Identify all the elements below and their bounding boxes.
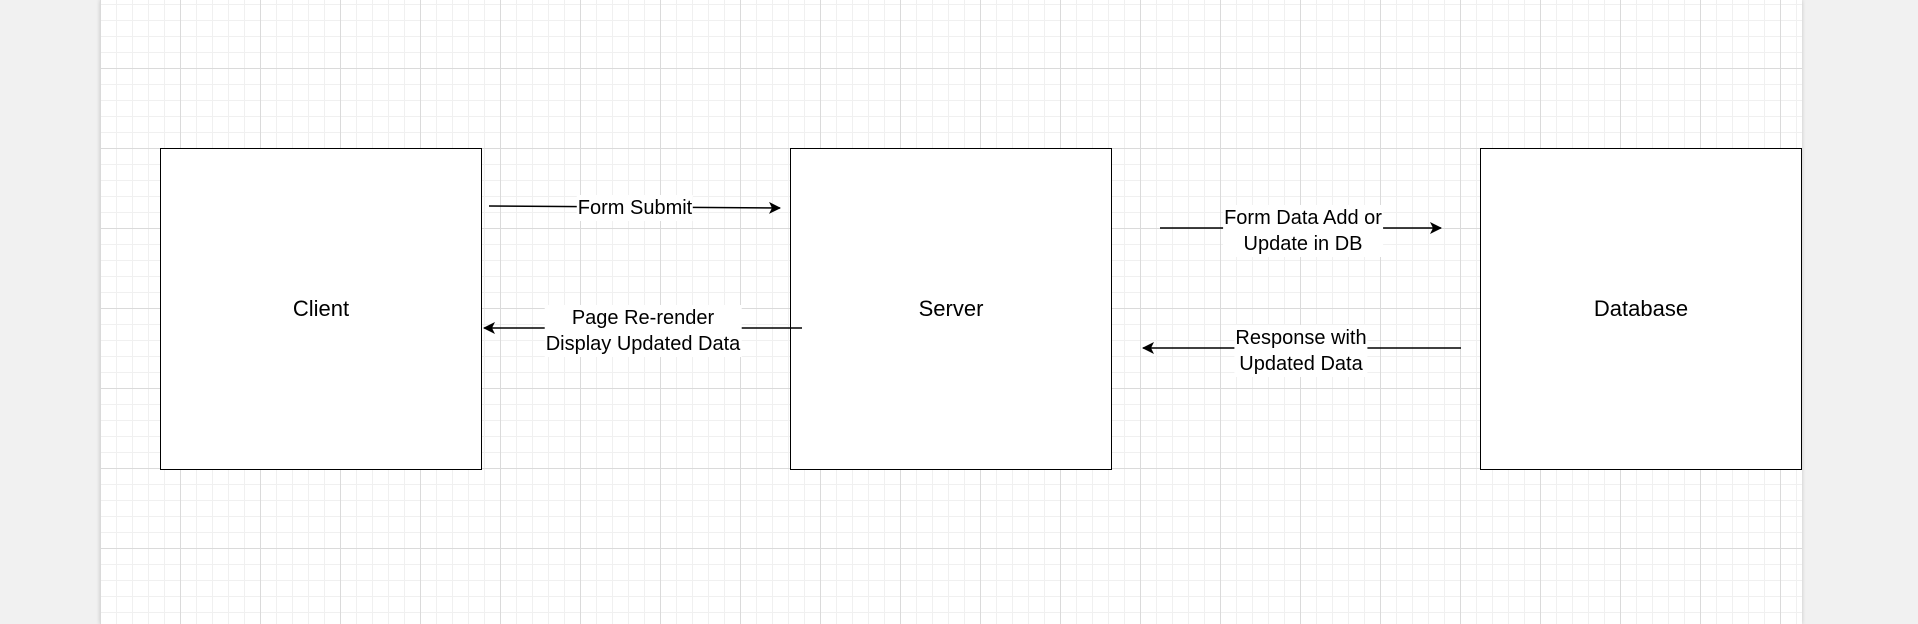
edge-label-form-submit: Form Submit (576, 195, 694, 221)
server-label: Server (918, 296, 984, 321)
client-label: Client (292, 296, 350, 321)
edge-label-response: Response with Updated Data (1234, 325, 1368, 377)
edge-label-line: Updated Data (1239, 353, 1363, 375)
edge-label-line: Update in DB (1243, 233, 1363, 255)
edge-label-form-data-add: Form Data Add or Update in DB (1223, 205, 1383, 257)
client-node[interactable]: Client (160, 148, 482, 470)
server-node[interactable]: Server (790, 148, 1112, 470)
edge-label-line: Form Submit (577, 197, 693, 219)
edge-label-line: Form Data Add or (1224, 207, 1382, 229)
database-node[interactable]: Database (1480, 148, 1802, 470)
edge-label-line: Response with (1235, 327, 1367, 349)
edge-label-line: Display Updated Data (545, 333, 741, 355)
edge-label-page-rerender: Page Re-render Display Updated Data (544, 305, 742, 357)
database-label: Database (1593, 296, 1689, 321)
edge-label-line: Page Re-render (571, 307, 715, 329)
